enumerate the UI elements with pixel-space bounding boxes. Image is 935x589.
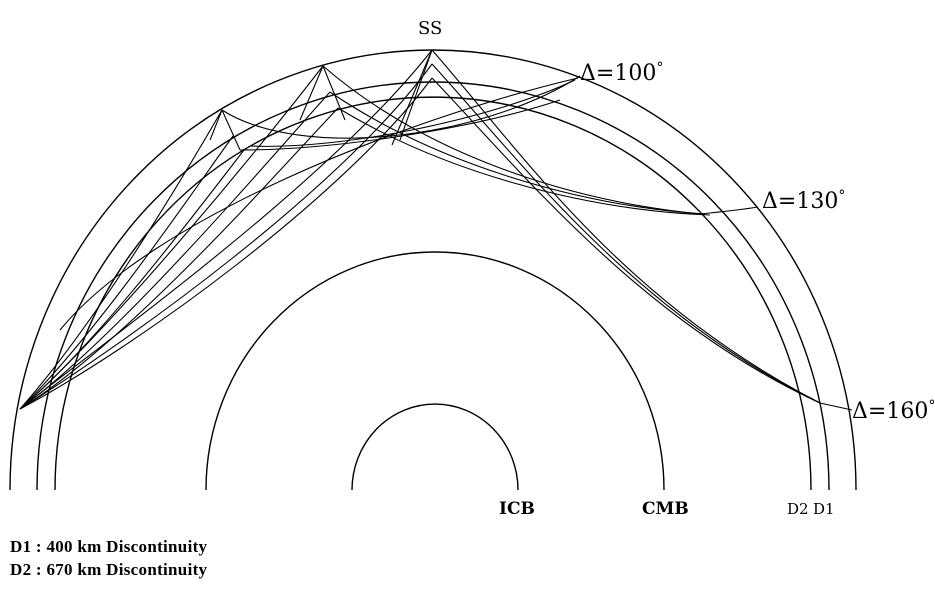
surface-arc [9, 49, 857, 491]
ray-path [819, 402, 853, 411]
distance-label-100: Δ=100° [580, 60, 663, 86]
ray-path [299, 65, 324, 121]
cmb-arc [205, 251, 665, 491]
ray-path [322, 65, 346, 121]
ray-path [19, 109, 223, 410]
ray-path [431, 77, 821, 404]
d2-label: D2 [787, 500, 809, 518]
ray-path [19, 49, 433, 410]
ray-path [337, 107, 711, 216]
d1-discontinuity-arc [36, 81, 830, 491]
ray-path [322, 65, 701, 215]
distance-label-160: Δ=160° [852, 398, 935, 424]
ray-path [431, 63, 821, 404]
ray-path [399, 49, 433, 141]
ray-path [221, 109, 241, 151]
ray-path [19, 149, 245, 410]
ray-path [19, 77, 433, 410]
ray-path [239, 99, 561, 151]
icb-arc [351, 403, 519, 491]
legend-d1: D1 : 400 km Discontinuity [10, 537, 208, 556]
ray-path [59, 77, 579, 331]
icb-label: ICB [499, 499, 535, 519]
ray-path [329, 91, 706, 215]
cmb-label: CMB [642, 499, 689, 519]
ray-path [249, 79, 576, 147]
ray-path [209, 109, 223, 141]
distance-label-130: Δ=130° [762, 188, 845, 214]
ray-path [19, 135, 234, 410]
ray-path [19, 63, 433, 410]
legend-d2: D2 : 670 km Discontinuity [10, 560, 208, 579]
ray-path [391, 49, 433, 146]
d2-discontinuity-arc [54, 96, 812, 491]
d1-label: D1 [813, 500, 835, 518]
ray-path [431, 49, 821, 404]
ray-path [19, 91, 331, 410]
ray-path [221, 75, 581, 139]
ray-path [19, 65, 324, 410]
ray-path [699, 206, 759, 215]
ss-label: SS [418, 18, 442, 39]
ray-path [19, 107, 339, 410]
